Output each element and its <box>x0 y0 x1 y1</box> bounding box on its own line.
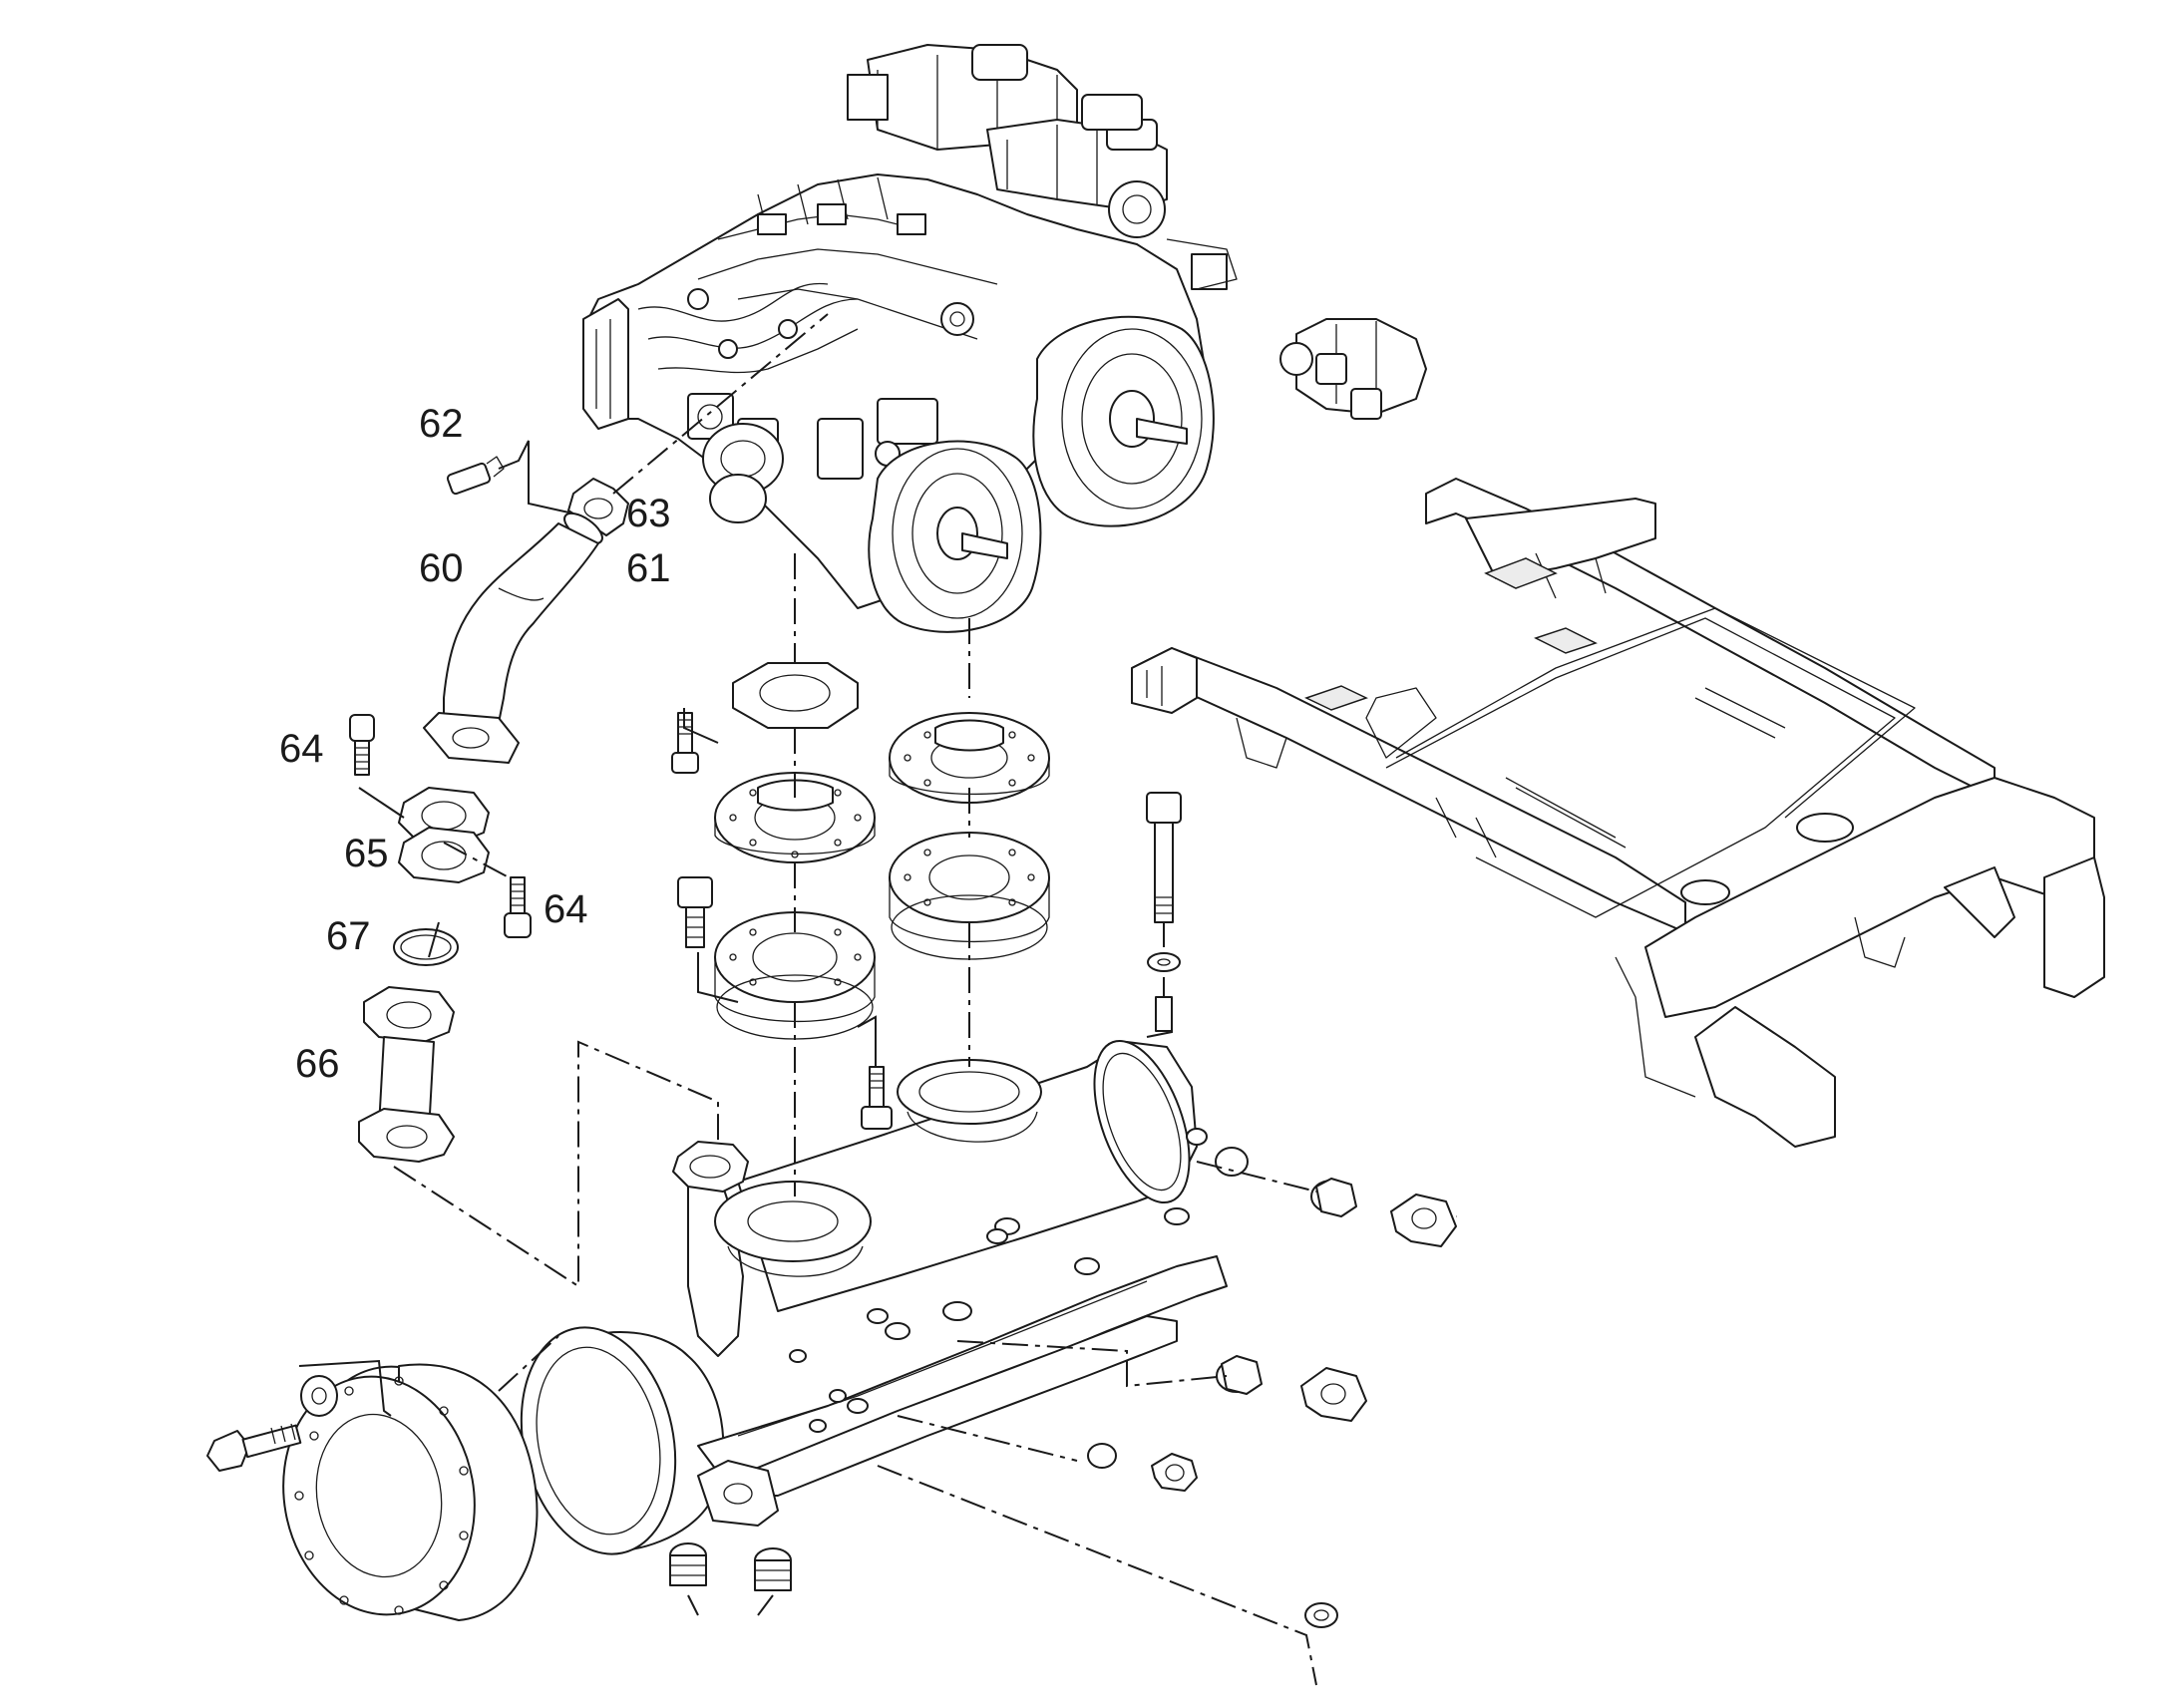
transmission-assembly <box>582 44 1238 633</box>
chassis-frame <box>1131 478 2105 1148</box>
nuts-and-bushings <box>1087 1147 1457 1628</box>
part-60-elbow <box>443 522 599 724</box>
callout-64-lower: 64 <box>544 887 588 931</box>
callout-66: 66 <box>295 1042 340 1086</box>
part-62-bolt <box>446 456 505 496</box>
stud-bolt-long <box>1146 792 1182 1032</box>
bolt-small-left <box>671 712 699 774</box>
right-stack <box>889 712 1182 1032</box>
part-64-bolt-lower <box>504 876 532 938</box>
part-65-flange <box>398 787 490 844</box>
callout-67: 67 <box>326 914 371 958</box>
axle-housing <box>520 1039 1228 1591</box>
assembly-lines <box>393 313 1317 1686</box>
drain-plugs <box>669 1542 792 1591</box>
pipe-parts <box>349 456 629 1163</box>
part-64-bolt-upper <box>349 714 375 776</box>
callout-60: 60 <box>419 546 464 590</box>
callout-62: 62 <box>419 402 464 446</box>
bolt-large-center <box>677 876 713 948</box>
callouts: 62 63 60 61 64 65 64 67 66 <box>279 402 671 1086</box>
motor-assembly <box>1279 318 1427 420</box>
callout-61: 61 <box>626 546 671 590</box>
part-66-pipe <box>358 986 455 1163</box>
callout-65: 65 <box>344 832 389 875</box>
bolt-small-right <box>861 1066 893 1130</box>
callout-64-upper: 64 <box>279 727 324 771</box>
wheel-hub <box>206 1363 539 1621</box>
leader-lines <box>298 440 1173 1616</box>
center-stack <box>671 662 893 1130</box>
callout-63: 63 <box>626 492 671 535</box>
